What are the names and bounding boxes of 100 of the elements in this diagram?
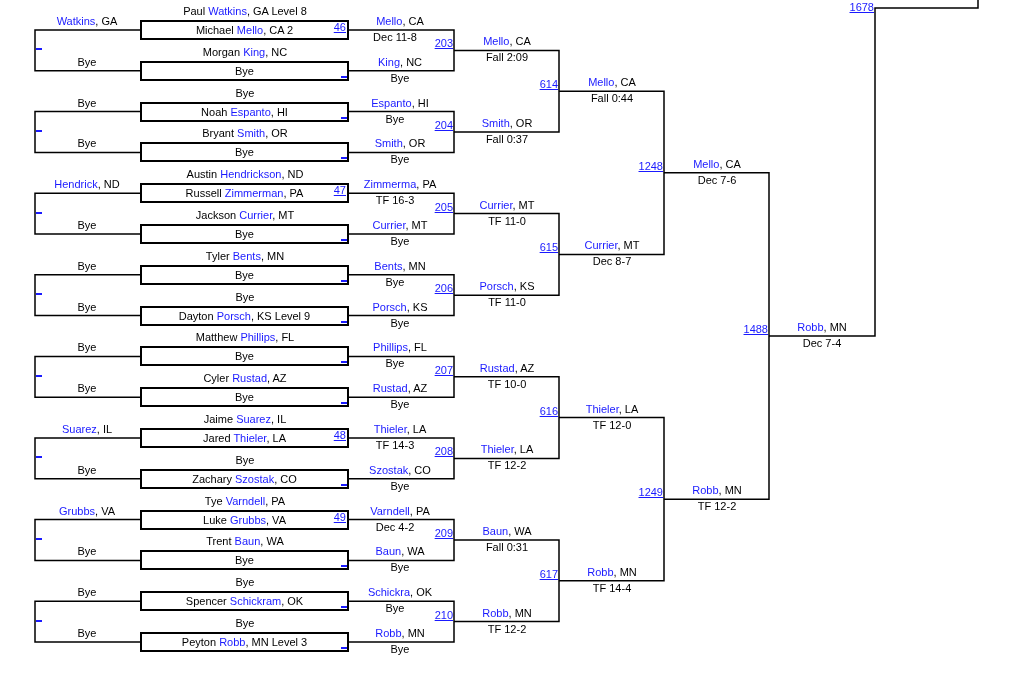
wrestler-name: Zimmerma, PA bbox=[363, 178, 437, 192]
match-number-link: 1249 bbox=[638, 486, 663, 500]
match-result: Fall 2:09 bbox=[485, 51, 529, 65]
wrestler-name: Robb, MN bbox=[375, 627, 425, 640]
wrestler-name: Bye bbox=[235, 290, 255, 304]
match-number-link: 1488 bbox=[743, 323, 768, 336]
match-result: TF 12-2 bbox=[487, 622, 527, 636]
wrestler-name: Bye bbox=[235, 350, 254, 364]
match-number-link: 207 bbox=[434, 363, 453, 377]
match-result: TF 12-2 bbox=[487, 459, 527, 473]
wrestler-name: Mello, CA bbox=[483, 35, 531, 49]
match-result: Bye bbox=[390, 235, 410, 248]
entry-box bbox=[140, 428, 349, 448]
wrestler-name: Bye bbox=[77, 300, 97, 314]
wrestler-name: Porsch, KS bbox=[372, 300, 428, 314]
wrestler-name: Thieler, LA bbox=[480, 443, 534, 457]
match-result: TF 10-0 bbox=[487, 377, 527, 391]
wrestler-name: Mello, CA bbox=[693, 157, 741, 171]
match-result: TF 11-0 bbox=[488, 296, 526, 310]
wrestler-name: Matthew Phillips, FL bbox=[195, 331, 295, 345]
wrestler-name: Noah Espanto, HI bbox=[201, 105, 288, 119]
match-result: Dec 11-8 bbox=[373, 31, 417, 44]
wrestler-name: Zachary Szostak, CO bbox=[192, 472, 297, 486]
wrestler-name: Bye bbox=[77, 55, 97, 69]
match-result: Fall 0:31 bbox=[485, 541, 529, 554]
wrestler-name: Espanto, HI bbox=[371, 96, 429, 110]
wrestler-name: Peyton Robb, MN Level 3 bbox=[181, 636, 308, 649]
wrestler-name: Jaime Suarez, IL bbox=[203, 413, 287, 426]
match-number-link: 614 bbox=[539, 78, 558, 92]
wrestler-name: Jared Thieler, LA bbox=[203, 432, 286, 445]
wrestler-name: Bents, MN bbox=[374, 259, 426, 273]
wrestler-name: Currier, MT bbox=[372, 219, 428, 232]
wrestler-name: Robb, MN bbox=[692, 484, 742, 498]
match-result: Bye bbox=[385, 602, 405, 616]
match-number-link: 616 bbox=[539, 404, 558, 418]
wrestler-name: Robb, MN bbox=[587, 565, 637, 579]
wrestler-name: Bye bbox=[77, 586, 97, 600]
wrestler-name: Szostak, CO bbox=[369, 463, 431, 477]
wrestler-name: Bye bbox=[235, 268, 254, 282]
wrestler-name: Bye bbox=[77, 219, 97, 232]
match-number-link: 46 bbox=[333, 21, 346, 34]
entry-box bbox=[140, 305, 349, 326]
match-number-link: 617 bbox=[539, 567, 558, 581]
wrestler-name: Baun, WA bbox=[482, 525, 532, 538]
wrestler-name: Tye Varndell, PA bbox=[204, 494, 286, 508]
match-number-link: 205 bbox=[434, 200, 453, 214]
match-number-link: 210 bbox=[434, 608, 453, 622]
wrestler-name: Spencer Schickram, OK bbox=[185, 595, 304, 609]
match-result: Bye bbox=[390, 153, 410, 167]
wrestler-name: Watkins, GA bbox=[56, 15, 118, 28]
wrestler-name: Luke Grubbs, VA bbox=[203, 513, 286, 527]
match-number-link: 203 bbox=[434, 37, 453, 51]
match-result: TF 14-4 bbox=[592, 581, 632, 595]
entry-box bbox=[140, 183, 349, 204]
match-result: Dec 7-4 bbox=[802, 337, 842, 350]
wrestler-name: Bye bbox=[77, 545, 97, 559]
wrestler-name: Bye bbox=[235, 453, 255, 467]
entry-box bbox=[140, 468, 349, 489]
match-number-link: 206 bbox=[434, 282, 453, 296]
match-result: TF 16-3 bbox=[375, 194, 415, 208]
wrestler-name: Tyler Bents, MN bbox=[205, 249, 285, 263]
wrestler-name: Cyler Rustad, AZ bbox=[203, 372, 287, 386]
entry-box bbox=[140, 101, 349, 122]
entry-box bbox=[140, 142, 349, 163]
entry-box bbox=[140, 264, 349, 285]
wrestler-name: Bye bbox=[77, 627, 97, 640]
match-result: Bye bbox=[385, 357, 405, 371]
match-result: TF 14-3 bbox=[375, 439, 415, 452]
match-result: Bye bbox=[390, 316, 410, 330]
match-result: Bye bbox=[390, 398, 410, 412]
match-result: Fall 0:44 bbox=[590, 92, 634, 106]
wrestler-name: Bye bbox=[235, 391, 254, 405]
wrestler-name: Mello, CA bbox=[376, 15, 424, 28]
match-result: TF 11-0 bbox=[488, 214, 526, 228]
wrestler-name: Bye bbox=[235, 228, 254, 241]
entry-box bbox=[140, 60, 349, 81]
wrestler-name: Smith, OR bbox=[481, 117, 533, 130]
wrestler-name: Smith, OR bbox=[374, 137, 426, 151]
match-result: Bye bbox=[390, 561, 410, 575]
wrestler-name: Bye bbox=[77, 137, 97, 151]
wrestler-name: Hendrick, ND bbox=[54, 178, 120, 192]
wrestler-name: Bye bbox=[235, 86, 255, 100]
wrestler-name: Robb, MN bbox=[797, 321, 847, 334]
wrestler-name: Bye bbox=[235, 576, 255, 590]
match-result: Dec 7-6 bbox=[697, 173, 737, 187]
wrestler-name: Bye bbox=[77, 382, 97, 396]
wrestler-name: Bye bbox=[235, 617, 255, 630]
wrestler-name: Morgan King, NC bbox=[202, 45, 288, 59]
wrestler-name: Michael Mello, CA 2 bbox=[195, 24, 294, 37]
wrestler-name: Bryant Smith, OR bbox=[202, 127, 288, 141]
match-number-link: 209 bbox=[434, 527, 453, 540]
match-number-link: 49 bbox=[333, 510, 346, 524]
wrestler-name: Schickra, OK bbox=[367, 586, 433, 600]
wrestler-name: Grubbs, VA bbox=[58, 504, 116, 518]
wrestler-name: Jackson Currier, MT bbox=[195, 209, 295, 222]
wrestler-name: Rustad, AZ bbox=[479, 361, 535, 375]
match-result: Bye bbox=[390, 71, 410, 85]
match-result: Bye bbox=[385, 112, 405, 126]
match-result: TF 12-2 bbox=[697, 500, 737, 514]
match-result: Fall 0:37 bbox=[485, 133, 529, 146]
